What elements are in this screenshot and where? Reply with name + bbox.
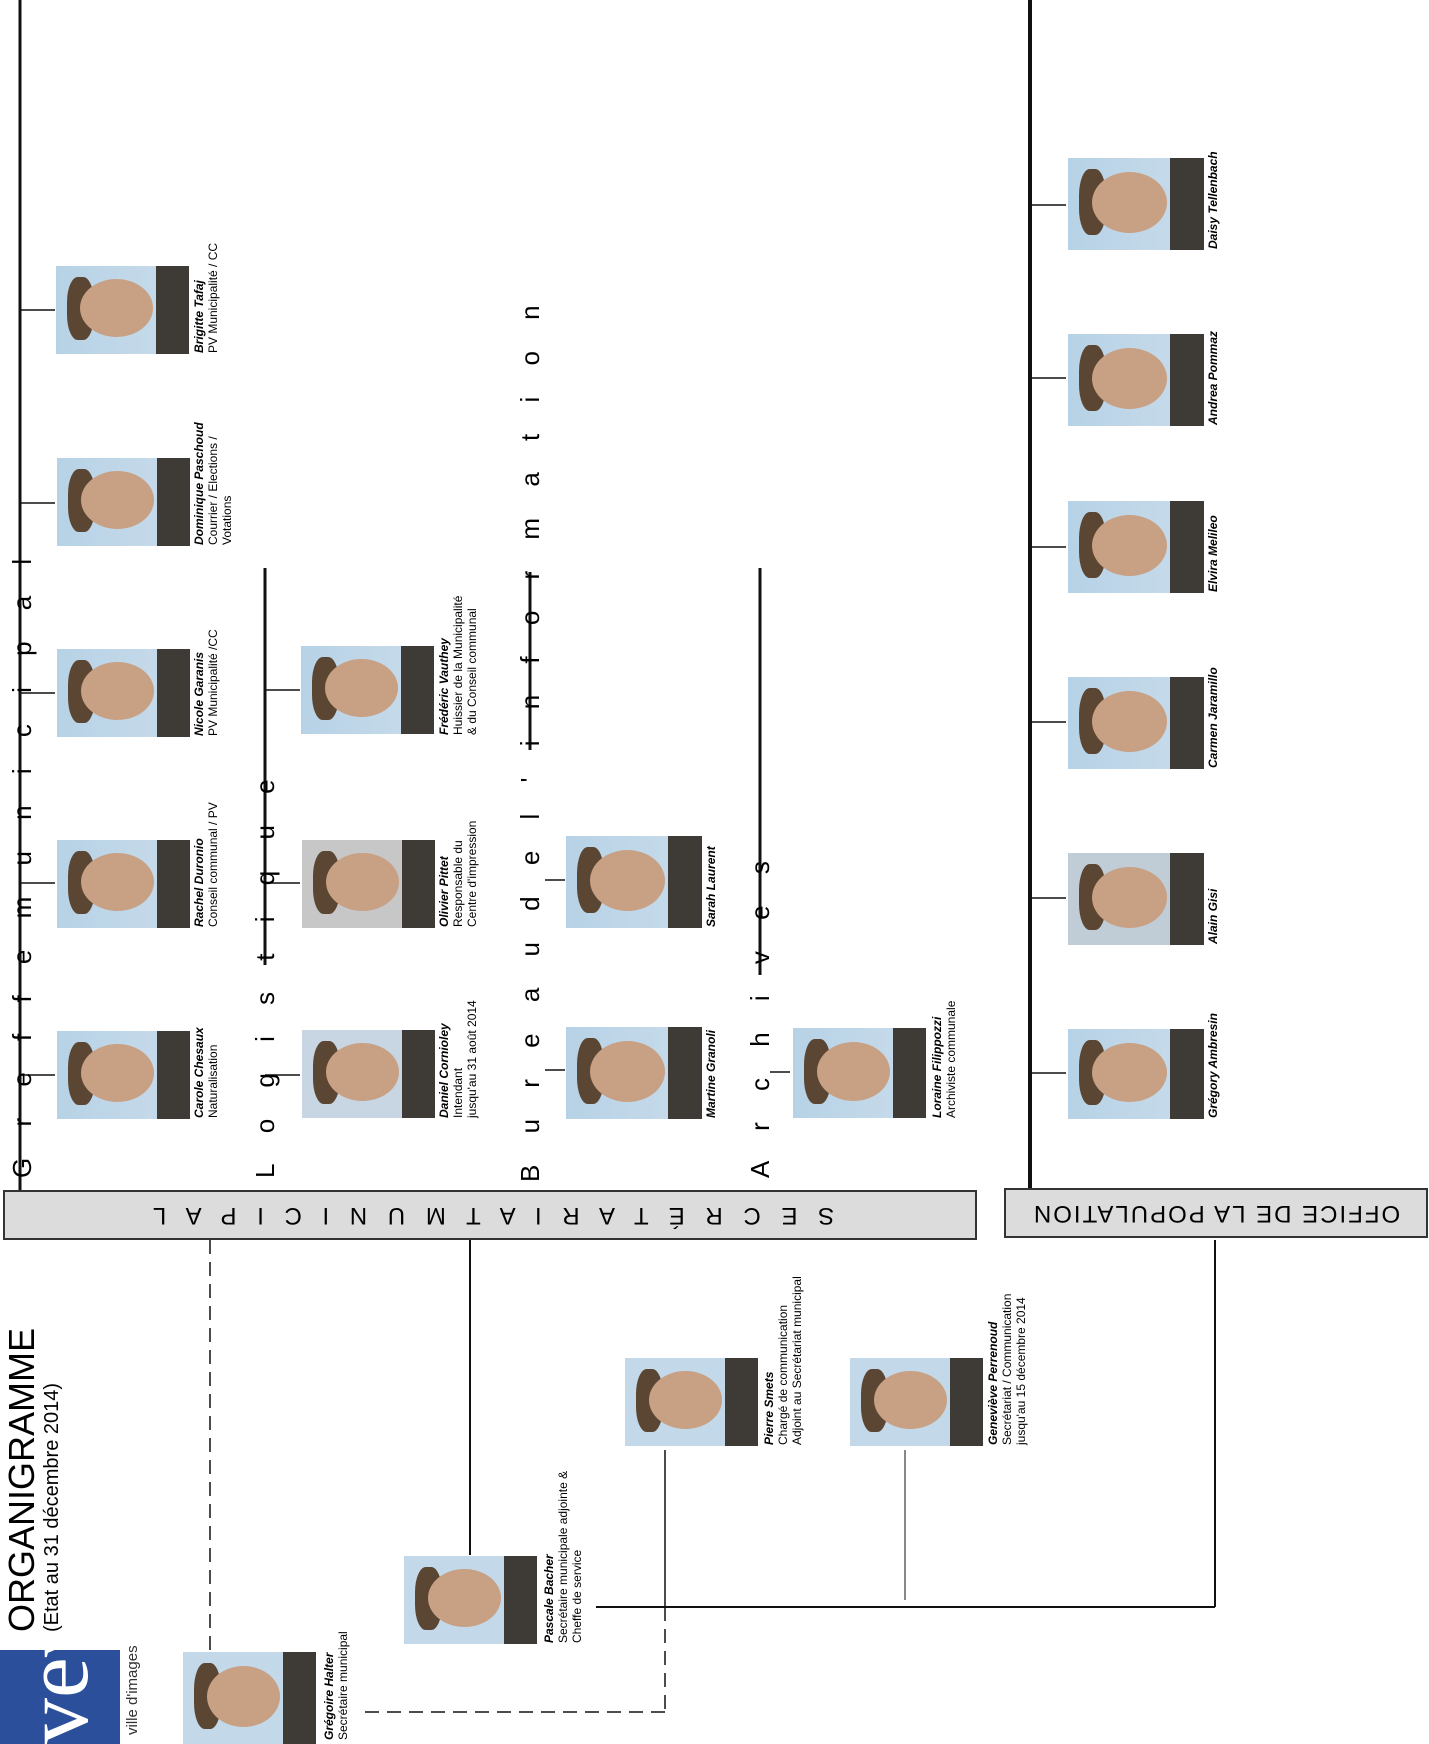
photo-elvira	[1068, 501, 1204, 593]
caption-carmen: Carmen Jaramillo	[1206, 667, 1220, 768]
photo-shoulders	[157, 458, 190, 546]
photo-shoulders	[1170, 677, 1204, 769]
photo-gregory	[1068, 1029, 1204, 1119]
page-subtitle: (Etat au 31 décembre 2014)	[41, 1382, 63, 1632]
photo-shoulders	[283, 1652, 316, 1744]
photo-gregoire	[183, 1652, 316, 1744]
photo-shoulders	[668, 836, 702, 928]
caption-gregory: Grégory Ambresin	[1206, 1013, 1220, 1118]
photo-shoulders	[1170, 501, 1204, 593]
photo-shoulders	[725, 1358, 758, 1446]
photo-daisy	[1068, 158, 1204, 250]
caption-rachel: Rachel Duronio Conseil communal / PV	[192, 802, 220, 927]
caption-olivier: Olivier Pittet Responsable du Centre d'i…	[437, 820, 479, 927]
photo-face	[81, 471, 154, 529]
photo-shoulders	[1170, 158, 1204, 250]
photo-face	[326, 1043, 399, 1101]
photo-nicole	[57, 649, 190, 737]
photo-face	[207, 1666, 280, 1727]
name-gregoire: Grégoire Halter	[322, 1652, 336, 1740]
photo-andrea	[1068, 334, 1204, 426]
photo-face	[817, 1042, 890, 1101]
photo-face	[326, 853, 399, 911]
photo-face	[428, 1569, 501, 1627]
photo-shoulders	[1170, 334, 1204, 426]
photo-shoulders	[157, 1031, 190, 1119]
photo-shoulders	[157, 649, 190, 737]
photo-shoulders	[156, 266, 189, 354]
photo-face	[590, 850, 665, 911]
photo-face	[1092, 1043, 1167, 1102]
photo-face	[80, 279, 153, 337]
caption-daisy: Daisy Tellenbach	[1206, 151, 1220, 249]
caption-loraine: Loraine Filippozzi Archiviste communale	[930, 1000, 958, 1118]
caption-genevieve: Geneviève Perrenoud Secrétariat / Commun…	[986, 1293, 1028, 1445]
photo-shoulders	[893, 1028, 926, 1118]
photo-carmen	[1068, 677, 1204, 769]
caption-gregoire: Grégoire Halter Secrétaire municipal	[322, 1631, 350, 1740]
section-archives: A r c h i v e s	[745, 849, 775, 1178]
caption-andrea: Andrea Pommaz	[1206, 330, 1220, 425]
photo-face	[81, 1044, 154, 1102]
logo-tagline: ville d'images	[124, 1645, 141, 1735]
photo-rachel	[57, 840, 190, 928]
photo-brigitte	[56, 266, 189, 354]
caption-brigitte: Brigitte Tafaj PV Municipalité / CC	[192, 242, 220, 353]
photo-frederic	[301, 646, 434, 734]
photo-martine	[566, 1027, 702, 1119]
photo-face	[81, 662, 154, 720]
caption-pascale: Pascale Bacher Secrétaire municipale adj…	[542, 1470, 584, 1643]
caption-martine: Martine Granoli	[704, 1029, 718, 1118]
caption-carole: Carole Chesaux Naturalisation	[192, 1027, 220, 1118]
photo-alain	[1068, 853, 1204, 945]
photo-face	[1092, 348, 1167, 409]
photo-pascale	[404, 1556, 537, 1644]
caption-daniel: Daniel Cornioley Intendant jusqu'au 31 a…	[437, 1000, 479, 1118]
photo-face	[1092, 515, 1167, 576]
photo-face	[649, 1371, 722, 1429]
caption-alain: Alain Gisi	[1206, 888, 1220, 944]
photo-face	[590, 1041, 665, 1102]
photo-face	[1092, 691, 1167, 752]
photo-shoulders	[950, 1358, 983, 1446]
photo-carole	[57, 1031, 190, 1119]
photo-shoulders	[401, 646, 434, 734]
section-greffe: G r e f f e m u n i c i p a l	[7, 546, 37, 1178]
photo-face	[1092, 172, 1167, 233]
caption-frederic: Frédéric Vauthey Huissier de la Municipa…	[437, 595, 479, 735]
section-logistique: L o g i s t i q u e	[250, 767, 280, 1178]
photo-shoulders	[157, 840, 190, 928]
logo-text: vevey	[5, 1650, 107, 1744]
photo-shoulders	[668, 1027, 702, 1119]
photo-shoulders	[402, 840, 435, 928]
caption-pierre: Pierre Smets Chargé de communication Adj…	[762, 1276, 804, 1445]
photo-shoulders	[402, 1030, 435, 1118]
caption-nicole: Nicole Garanis PV Municipalité /CC	[192, 629, 220, 736]
photo-shoulders	[1170, 1029, 1204, 1119]
photo-pierre	[625, 1358, 758, 1446]
secretariat-box: S E C R É T A R I A T M U N I C I P A L	[3, 1190, 977, 1240]
page-title: ORGANIGRAMME	[1, 1327, 42, 1632]
caption-dominique: Dominique Paschoud Courrier / Elections …	[192, 422, 234, 545]
photo-shoulders	[504, 1556, 537, 1644]
caption-sarah: Sarah Laurent	[704, 846, 718, 927]
photo-loraine	[793, 1028, 926, 1118]
caption-elvira: Elvira Melileo	[1206, 515, 1220, 592]
office-label: OFFICE DE LA POPULATION	[1031, 1200, 1401, 1227]
office-box: OFFICE DE LA POPULATION	[1004, 1188, 1428, 1238]
logo: vevey	[0, 1650, 120, 1744]
photo-daniel	[302, 1030, 435, 1118]
photo-sarah	[566, 836, 702, 928]
photo-shoulders	[1170, 853, 1204, 945]
photo-face	[1092, 867, 1167, 928]
photo-face	[325, 659, 398, 717]
photo-genevieve	[850, 1358, 983, 1446]
photo-olivier	[302, 840, 435, 928]
secretariat-label: S E C R É T A R I A T M U N I C I P A L	[145, 1202, 835, 1229]
photo-dominique	[57, 458, 190, 546]
photo-face	[874, 1371, 947, 1429]
photo-face	[81, 853, 154, 911]
section-bureau: B u r e a u d e l ' i n f o r m a t i o …	[515, 293, 545, 1182]
